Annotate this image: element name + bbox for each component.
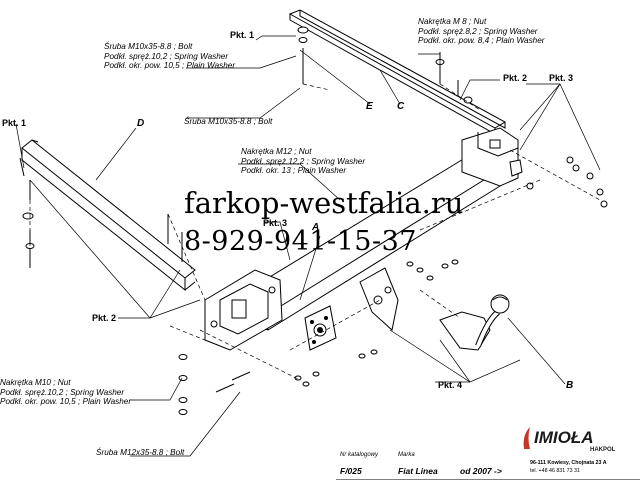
callout-line: Nakrętka M10 ; Nut	[0, 378, 71, 387]
callout-line: Śruba M10x35-8.8 ; Bolt	[104, 42, 193, 51]
socket-plate	[304, 305, 337, 351]
callout-line: Podkł. spręż.10,2 ; Spring Washer	[0, 387, 125, 397]
svg-text:HAKPOL: HAKPOL	[590, 447, 616, 453]
company-phone: tel. +48 46 831 73 31	[530, 468, 580, 474]
bar-c	[288, 9, 507, 135]
bolt-m10-top-callout: Śruba M10x35-8.8 ; Bolt Podkł. spręż.10,…	[104, 42, 235, 71]
letter-a: A	[312, 222, 320, 233]
middle-plate	[359, 267, 399, 331]
callout-line: Nakrętka M 8 ; Nut	[418, 17, 487, 26]
imiola-logo: IMIOŁA HAKPOL	[523, 427, 616, 453]
callout-line: Podkł. okr. 13 ; Plain Washer	[241, 166, 347, 176]
letter-b: B	[566, 380, 574, 391]
nut-m10-callout: Nakrętka M10 ; Nut Podkł. spręż.10,2 ; S…	[0, 378, 131, 407]
right-bracket	[461, 127, 523, 187]
letter-e: E	[366, 101, 373, 112]
pkt1-top-label: Pkt. 1	[230, 30, 255, 40]
assembly-lines	[29, 83, 601, 381]
callout-line: Podkł. spręż.8,2 ; Spring Washer	[418, 26, 538, 36]
catalog-label: Nr katalogowy	[340, 452, 379, 458]
letter-d: D	[137, 118, 145, 129]
company-address: 96-111 Kowiesy, Chojnata 23 A	[530, 460, 607, 466]
date-value: od 2007 ->	[460, 466, 502, 476]
callout-line: Podkł. okr. pow. 8,4 ; Plain Washer	[418, 36, 545, 46]
watermark-phone: 8-929-941-15-37	[184, 226, 417, 257]
pkt2-left-label: Pkt. 2	[92, 313, 117, 323]
callout-line: Podkł. spręż.10,2 ; Spring Washer	[104, 51, 229, 61]
callout-line: Podkł. okr. pow. 10,5 ; Plain Washer	[0, 397, 132, 407]
watermark-site: farkop-westfalia.ru	[184, 186, 464, 220]
leader-lines	[15, 35, 601, 457]
pkt4-label: Pkt. 4	[438, 380, 463, 390]
callout-line: Nakrętka M12 ; Nut	[241, 147, 312, 156]
catalog-value: F/025	[340, 466, 362, 476]
pkt3-right-label: Pkt. 3	[549, 73, 574, 83]
tow-ball	[439, 294, 510, 351]
bar-d	[19, 139, 196, 292]
pkt1-left-label: Pkt. 1	[2, 118, 27, 128]
pkt2-right-label: Pkt. 2	[503, 73, 528, 83]
nut-m12-callout: Nakrętka M12 ; Nut Podkł. spręż.12,2 ; S…	[241, 147, 365, 176]
svg-text:IMIOŁA: IMIOŁA	[534, 428, 594, 447]
pkt3-center-label: Pkt. 3	[263, 218, 288, 228]
letter-c: C	[397, 101, 405, 112]
bolt-m12-callout: Śruba M12x35-8.8 ; Bolt	[96, 448, 185, 457]
brand-label: Marka	[398, 452, 415, 458]
hardware	[22, 26, 608, 415]
left-bracket	[204, 269, 283, 351]
nut-m8-callout: Nakrętka M 8 ; Nut Podkł. spręż.8,2 ; Sp…	[418, 17, 545, 46]
callout-line: Podkł. spręż.12,2 ; Spring Washer	[241, 156, 366, 166]
brand-value: Fiat Linea	[398, 466, 438, 476]
bolt-m10-mid-callout: Śruba M10x35-8.8 ; Bolt	[184, 117, 273, 126]
callout-line: Podkł. okr. pow. 10,5 ; Plain Washer	[104, 61, 236, 71]
